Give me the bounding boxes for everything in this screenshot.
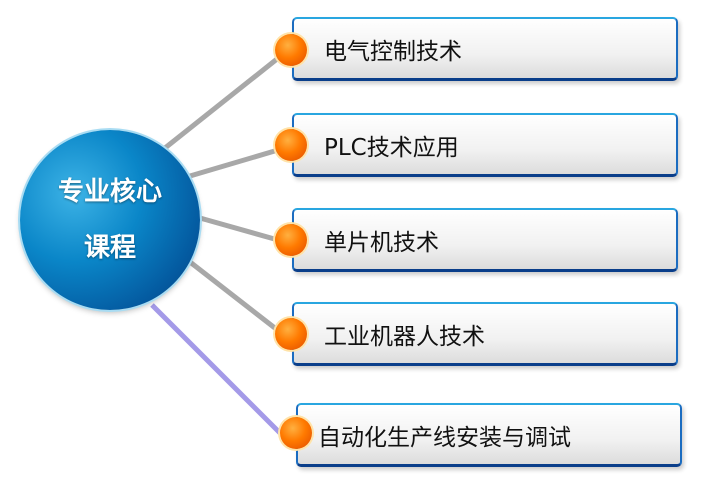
bullet-ball-icon (275, 224, 307, 256)
course-label: 电气控制技术 (324, 38, 462, 65)
hub-title-line1: 专业核心 (57, 177, 162, 207)
hub-title-line2: 课程 (83, 233, 136, 263)
connector-1 (163, 53, 284, 150)
bullet-ball-icon (275, 129, 307, 161)
bullet-ball-icon (275, 318, 307, 350)
connector-5 (150, 303, 282, 435)
connector-4 (188, 260, 282, 334)
connector-2 (189, 147, 279, 179)
course-box-2: PLC技术应用 (292, 113, 678, 177)
course-label: PLC技术应用 (324, 134, 459, 161)
course-box-4: 工业机器人技术 (292, 302, 678, 366)
connector-3 (199, 215, 279, 243)
course-label: 自动化生产线安装与调试 (318, 424, 571, 451)
bullet-ball-icon (280, 417, 312, 449)
bullet-ball-icon (275, 34, 307, 66)
course-box-5: 自动化生产线安装与调试 (296, 403, 682, 467)
course-label: 单片机技术 (324, 229, 439, 256)
course-box-3: 单片机技术 (292, 208, 678, 272)
course-box-1: 电气控制技术 (292, 17, 678, 81)
hub-circle: 专业核心 课程 (20, 130, 200, 310)
course-label: 工业机器人技术 (324, 323, 485, 350)
